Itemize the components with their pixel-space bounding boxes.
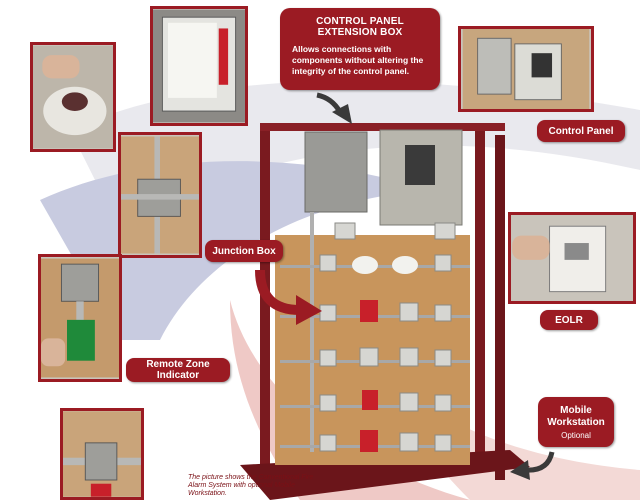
fire-alarm-workstation bbox=[240, 123, 530, 500]
callout-junction-box: Junction Box bbox=[205, 240, 283, 262]
photo-remote-zone-indicator bbox=[38, 254, 122, 382]
callout-mobile-workstation: Mobile Workstation Optional bbox=[538, 397, 614, 447]
callout-eolr: EOLR bbox=[540, 310, 598, 330]
photo-junction-box bbox=[118, 132, 202, 258]
mobile-workstation-title: Mobile Workstation bbox=[547, 404, 605, 428]
caption-text: The picture shows the Conventional Fire … bbox=[188, 474, 314, 497]
callout-extension-desc: Allows connections with components witho… bbox=[292, 44, 424, 76]
arrow-extension-box bbox=[316, 92, 352, 124]
photo-eolr bbox=[508, 212, 636, 304]
photo-extension-box-interior bbox=[150, 6, 248, 126]
arrow-mobile-workstation bbox=[510, 451, 555, 480]
photo-control-panel bbox=[458, 26, 594, 112]
callout-remote-zone-indicator: Remote Zone Indicator bbox=[126, 358, 230, 382]
photo-smoke-detector bbox=[30, 42, 116, 152]
callout-control-panel: Control Panel bbox=[537, 120, 625, 142]
callout-extension-box: CONTROL PANEL EXTENSION BOX Allows conne… bbox=[280, 8, 440, 90]
mobile-workstation-sub: Optional bbox=[561, 430, 591, 440]
photo-wiring-box bbox=[60, 408, 144, 500]
arrow-junction-box bbox=[255, 269, 322, 325]
callout-extension-title: CONTROL PANEL EXTENSION BOX bbox=[316, 16, 404, 38]
